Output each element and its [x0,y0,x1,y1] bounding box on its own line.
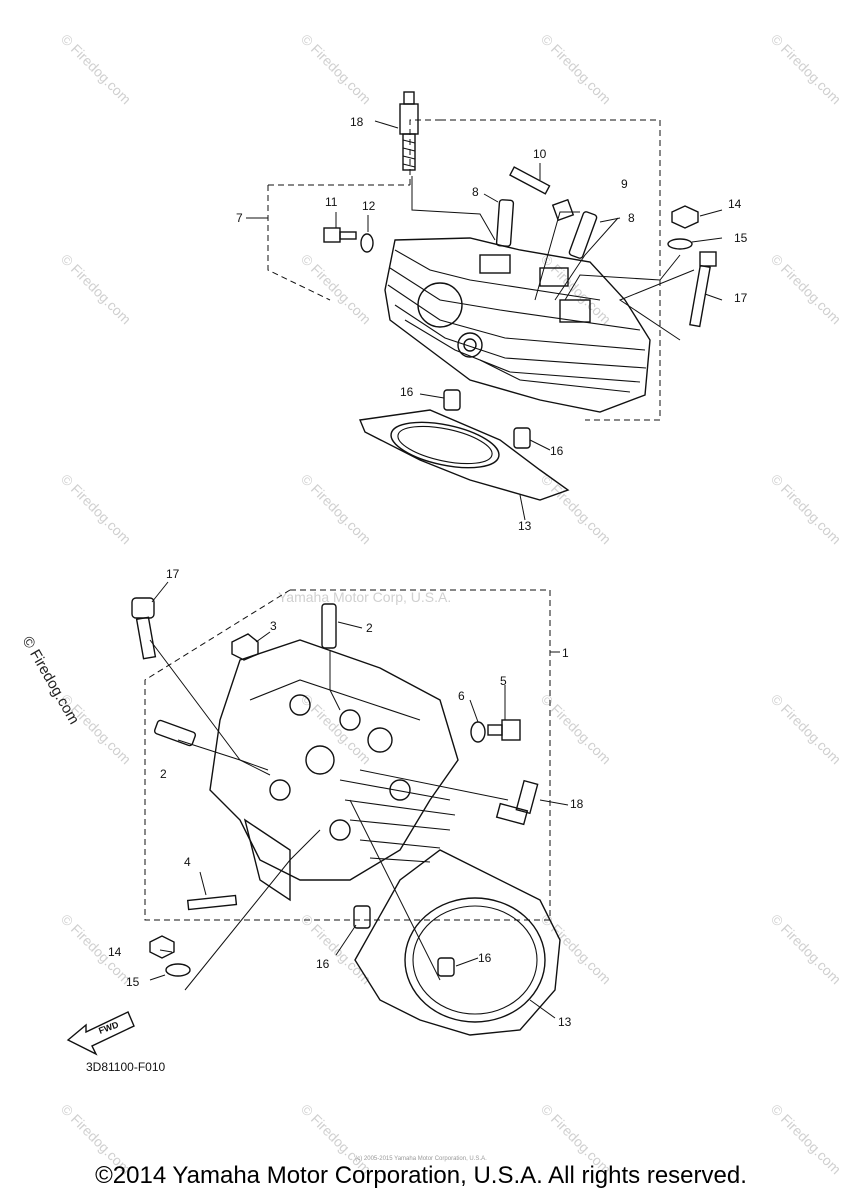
callout-15-lower: 15 [126,975,140,989]
firedog-watermark: © Firedog.com [768,251,842,327]
firedog-watermark: © Firedog.com [538,691,614,767]
nut-and-washer-lower [149,935,191,977]
callout-16-lower-right: 16 [478,951,492,965]
firedog-watermark: © Firedog.com [298,911,374,987]
dowel-pin-lower-right [437,957,455,977]
callout-13-lower: 13 [558,1015,572,1029]
upper-cylinder-head [384,237,651,413]
union-fitting [551,198,575,222]
diagram-code: 3D81100-F010 [86,1060,165,1074]
callout-13-upper: 13 [518,519,532,533]
assembly-7-boundary [267,119,661,421]
assembly-1-boundary [144,589,551,921]
callout-6: 6 [458,689,465,703]
callout-16-upper-right: 16 [550,444,564,458]
firedog-watermark: © Firedog.com [298,251,374,327]
callout-8-right: 8 [628,211,635,225]
upper-head-gasket [359,409,570,501]
firedog-watermark: © Firedog.com [538,471,614,547]
lower-leader-lines [149,581,569,1019]
callout-9: 9 [621,177,628,191]
stud-bolt-upper [509,166,551,195]
callout-2-right: 2 [366,621,373,635]
callout-2-left: 2 [160,767,167,781]
firedog-watermark: © Firedog.com [768,31,842,107]
copyright-notice: ©2014 Yamaha Motor Corporation, U.S.A. A… [95,1162,747,1189]
firedog-watermark: © Firedog.com [58,911,134,987]
callout-14-upper: 14 [728,197,742,211]
firedog-side-watermark: © Firedog.com [19,634,83,728]
callout-17-upper: 17 [734,291,748,305]
callout-labels: 18 10 8 9 8 11 12 7 14 15 17 16 16 13 17… [86,115,748,1074]
firedog-watermark: © Firedog.com [58,31,134,107]
bolt-and-gasket-lower [470,719,521,743]
valve-guide-lower-right [321,603,337,649]
firedog-watermark: © Firedog.com [538,911,614,987]
callout-3: 3 [270,619,277,633]
callout-8-left: 8 [472,185,479,199]
firedog-watermark: © Firedog.com [538,31,614,107]
dowel-pin-lower-left [353,905,371,929]
callout-15-upper: 15 [734,231,748,245]
bolt-and-gasket-upper [323,227,374,253]
firedog-watermark: © Firedog.com [58,251,134,327]
fine-print: (c) 2005-2015 Yamaha Motor Corporation, … [355,1156,487,1162]
firedog-watermark: © Firedog.com [58,471,134,547]
bolt-17-lower [131,597,157,660]
yamaha-watermark: Yamaha Motor Corp, U.S.A. [278,589,451,605]
firedog-watermark: © Firedog.com [768,471,842,547]
callout-16-upper-left: 16 [400,385,414,399]
spark-plug-upper [399,91,419,171]
callout-11: 11 [325,195,338,209]
firedog-watermark: © Firedog.com [298,471,374,547]
upper-leader-lines [246,120,723,521]
firedog-watermark: © Firedog.com [538,251,614,327]
callout-17-lower: 17 [166,567,180,581]
callout-18-upper: 18 [350,115,364,129]
forward-direction-icon: FWD [66,1011,135,1056]
spark-plug-lower [495,779,539,826]
callout-16-lower-left: 16 [316,957,330,971]
callout-1: 1 [562,646,569,660]
callout-18-lower: 18 [570,797,584,811]
nut-washer-bolt-upper [667,205,717,328]
callout-4: 4 [184,855,191,869]
callout-14-lower: 14 [108,945,122,959]
valve-guide-pair [495,199,598,259]
plug-3 [231,633,259,661]
valve-guide-lower-left [153,719,197,747]
dowel-pins-upper [443,389,531,449]
lower-cylinder-head [209,639,459,902]
callout-7: 7 [236,211,243,225]
callout-10: 10 [533,147,547,161]
firedog-watermark: © Firedog.com [768,911,842,987]
firedog-watermark: © Firedog.com [298,31,374,107]
stud-bolt-lower [186,894,238,911]
callout-5: 5 [500,674,507,688]
callout-12: 12 [362,199,376,213]
lower-head-gasket [354,849,561,1036]
firedog-watermark: © Firedog.com [768,691,842,767]
